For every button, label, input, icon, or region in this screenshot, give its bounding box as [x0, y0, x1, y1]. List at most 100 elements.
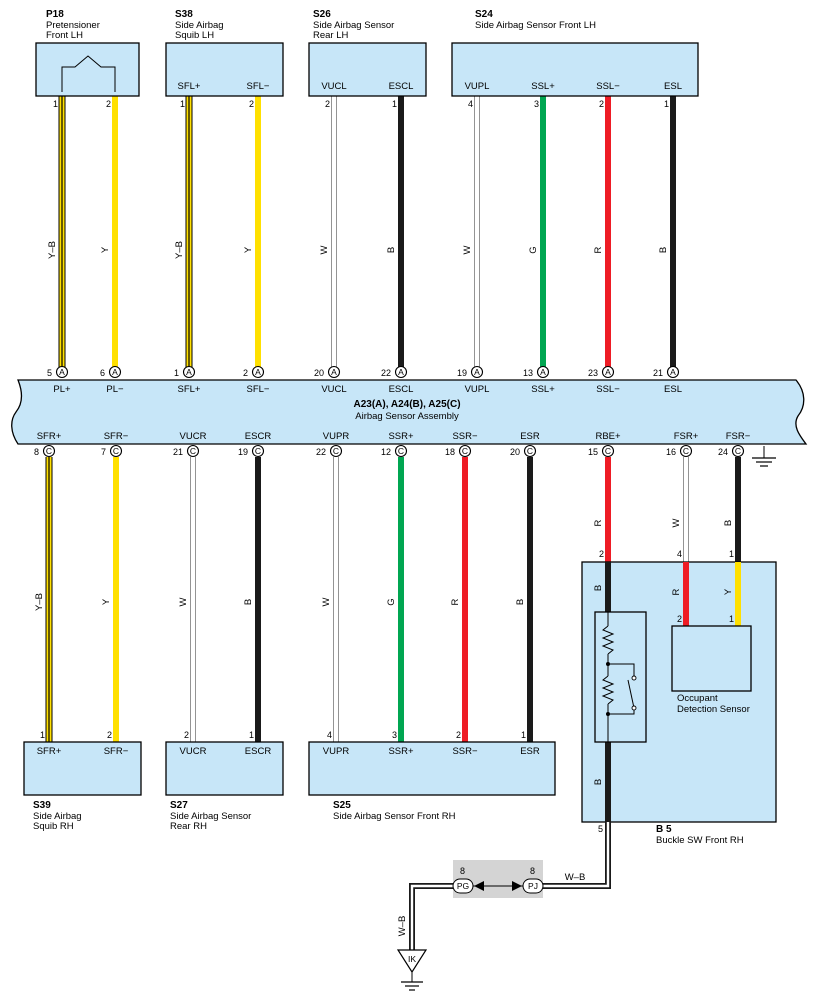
switch-blade [627, 679, 635, 709]
assembly-pin-label: SFR− [104, 431, 129, 442]
p18-desc-1: Pretensioner [46, 20, 100, 31]
s26-code: S26 [313, 9, 331, 20]
component-s26: S26 Side Airbag Sensor Rear LH VUCL ESCL… [308, 9, 427, 109]
wire-color-label: W [178, 597, 189, 606]
connector-circle [327, 365, 341, 379]
assembly-pin-label: FSR+ [674, 431, 699, 442]
connector-circle [55, 365, 69, 379]
top-wire-group [58, 96, 676, 368]
s24-pin-label-3: SSL− [596, 81, 620, 92]
connector-circle [601, 365, 615, 379]
s25-pin-label-1: VUPR [323, 746, 350, 757]
s24-desc-1: Side Airbag Sensor Front LH [475, 20, 596, 31]
s24-pin-label-4: ESL [664, 81, 682, 92]
s26-pin-label-1: VUCL [321, 81, 346, 92]
assembly-body [11, 379, 808, 445]
s39-pin-label-2: SFR− [104, 746, 129, 757]
s25-pin-4: 1 [521, 730, 526, 740]
s38-desc-2: Squib LH [175, 30, 214, 41]
assembly-name: Airbag Sensor Assembly [355, 411, 459, 422]
connector-letter: C [398, 446, 404, 456]
s24-pin-4: 1 [664, 99, 669, 109]
s25-pin-2: 3 [392, 730, 397, 740]
p18-code: P18 [46, 9, 64, 20]
assembly-pin-num: 20 [314, 368, 324, 378]
s26-pin-2: 1 [392, 99, 397, 109]
assembly-pin-label: SFL+ [178, 384, 201, 395]
s24-pin-1: 4 [468, 99, 473, 109]
pj-pin: 8 [530, 866, 535, 876]
wire-color-label: W [462, 245, 473, 254]
s25-pin-label-4: ESR [520, 746, 540, 757]
s39-desc-2: Squib RH [33, 821, 74, 832]
component-s27: 2 1 VUCR ESCR S27 Side Airbag Sensor Rea… [165, 730, 284, 832]
assembly-pin-label: VUPL [465, 384, 490, 395]
assembly-pin-num: 23 [588, 368, 598, 378]
pg-name: PG [457, 881, 469, 891]
wire-color-label: B [723, 520, 734, 526]
connector-letter: A [670, 367, 676, 377]
assembly-pin-label: FSR− [726, 431, 751, 442]
assembly-pin-label: ESR [520, 431, 540, 442]
assembly-pin-label: SSL+ [531, 384, 555, 395]
connector-letter: C [527, 446, 533, 456]
assembly-pin-label: SSR− [452, 431, 478, 442]
s24-pin-2: 3 [534, 99, 539, 109]
connector-circle [109, 444, 123, 458]
s39-pin-1: 1 [40, 730, 45, 740]
component-s38: S38 Side Airbag Squib LH SFL+ SFL− 1 2 [165, 9, 284, 109]
s26-pin-label-2: ESCL [389, 81, 414, 92]
s27-desc-1: Side Airbag Sensor [170, 811, 251, 822]
s38-pin-1: 1 [180, 99, 185, 109]
assembly-pin-num: 6 [100, 368, 105, 378]
s39-pin-2: 2 [107, 730, 112, 740]
s27-pin-label-2: ESCR [245, 746, 272, 757]
wire-color-label: R [450, 598, 461, 605]
connector-circle [329, 444, 343, 458]
b5-out-pin: 5 [598, 824, 603, 834]
connector-letter: A [474, 367, 480, 377]
wire-color-label: Y–B [34, 593, 45, 611]
connector-circle [536, 365, 550, 379]
wire-color-label: Y [723, 588, 734, 595]
wire-color-label: R [593, 519, 604, 526]
ground-triangle [396, 949, 428, 974]
s39-desc-1: Side Airbag [33, 811, 82, 822]
connector-circle [470, 365, 484, 379]
assembly-bottom-pins: SFR+ 8 C SFR− 7 C VUCR 21 C ESCR 19 C VU… [34, 431, 751, 458]
connector-letter: C [46, 446, 52, 456]
s25-pin-label-2: SSR+ [388, 746, 414, 757]
assembly-pin-num: 20 [510, 447, 520, 457]
connector-circle [458, 444, 472, 458]
pretensioner-symbol [61, 55, 116, 92]
sensor-desc-2: Detection Sensor [677, 704, 750, 715]
connector-letter: C [333, 446, 339, 456]
s39-code: S39 [33, 800, 51, 811]
occupant-detection-sensor [671, 625, 752, 692]
assembly-pin-num: 22 [316, 447, 326, 457]
resistor-2-symbol [601, 675, 615, 705]
p18-pin-1: 1 [53, 99, 58, 109]
wire-color-label: Y [100, 246, 111, 253]
b5-entry-pin: 1 [729, 549, 734, 559]
s26-pin-1: 2 [325, 99, 330, 109]
s24-pin-label-2: SSL+ [531, 81, 555, 92]
wire-color-label: Y [101, 598, 112, 605]
arrow-left-icon [474, 881, 484, 891]
assembly-pin-label: ESCR [245, 431, 272, 442]
pg-pin: 8 [460, 866, 465, 876]
component-s39: 1 2 SFR+ SFR− S39 Side Airbag Squib RH [23, 730, 142, 832]
s25-desc-1: Side Airbag Sensor Front RH [333, 811, 456, 822]
wire-color-label: Y–B [47, 241, 58, 259]
assembly-pin-label: SSL− [596, 384, 620, 395]
connector-circle [186, 444, 200, 458]
connector-circle [42, 444, 56, 458]
wire-color-label: R [593, 246, 604, 253]
connector-circle [108, 365, 122, 379]
s39-pin-label-1: SFR+ [37, 746, 62, 757]
assembly-pin-num: 19 [238, 447, 248, 457]
assembly-pin-label: PL+ [53, 384, 71, 395]
assembly-pin-label: RBE+ [595, 431, 621, 442]
airbag-sensor-assembly: A23(A), A24(B), A25(C) Airbag Sensor Ass… [11, 379, 808, 445]
wire-color-label: W [671, 518, 682, 527]
